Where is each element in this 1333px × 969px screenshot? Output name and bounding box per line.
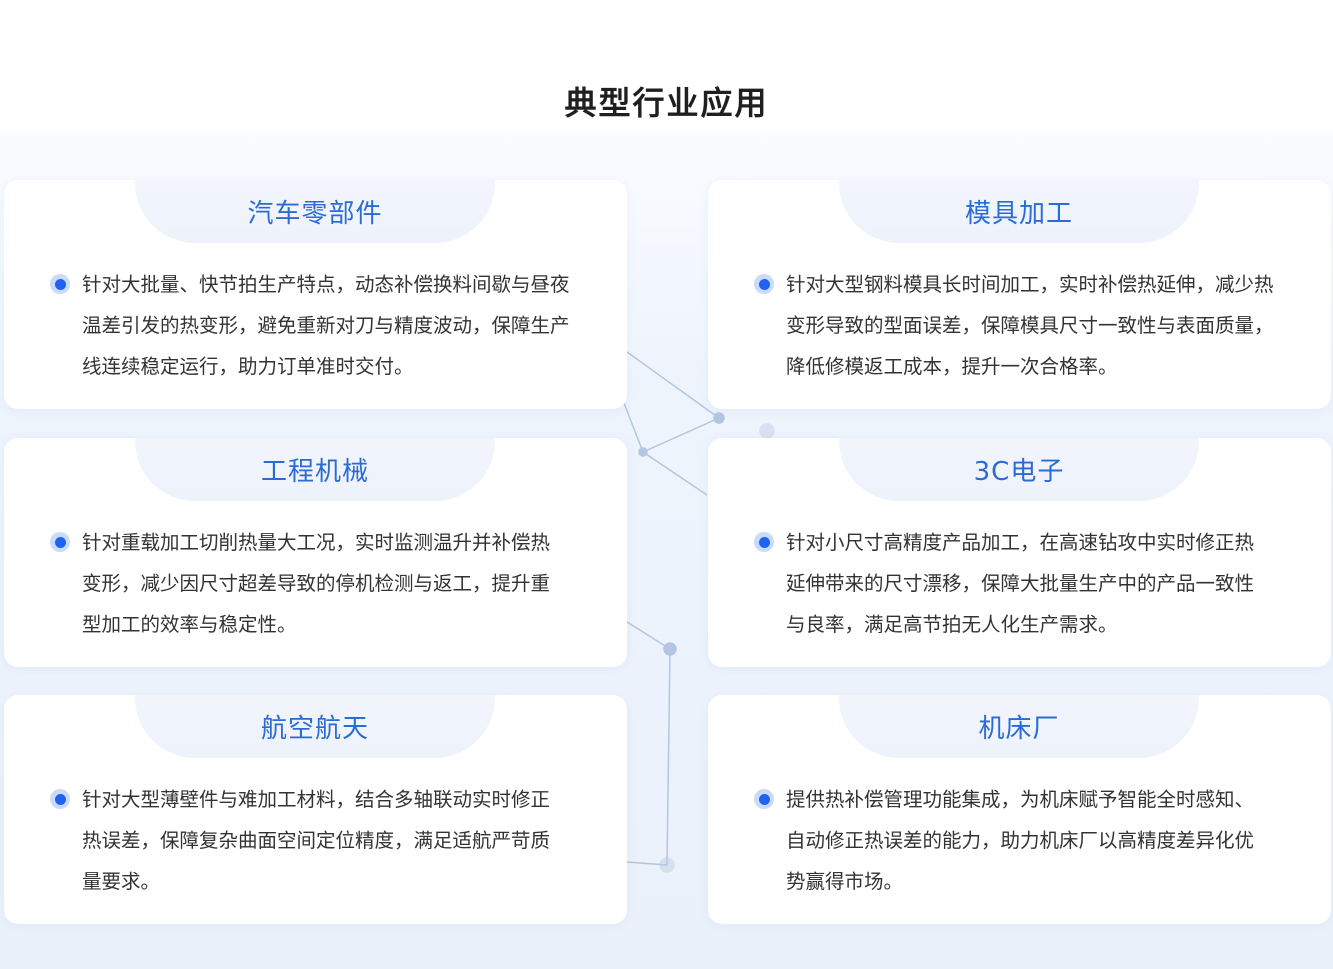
- card-description: 针对大型薄壁件与难加工材料，结合多轴联动实时修正热误差，保障复杂曲面空间定位精度…: [82, 788, 551, 893]
- card-title: 工程机械: [135, 438, 495, 501]
- bullet-icon: [50, 789, 70, 809]
- bullet-icon: [50, 274, 70, 294]
- bullet-icon: [754, 274, 774, 294]
- card-description: 针对大型钢料模具长时间加工，实时补偿热延伸，减少热变形导致的型面误差，保障模具尺…: [786, 273, 1274, 378]
- card-description: 针对小尺寸高精度产品加工，在高速钻攻中实时修正热延伸带来的尺寸漂移，保障大批量生…: [786, 531, 1255, 636]
- section-title: 典型行业应用: [564, 84, 769, 122]
- industry-card-machine-tool-maker: 机床厂 提供热补偿管理功能集成，为机床赋予智能全时感知、自动修正热误差的能力，助…: [708, 695, 1331, 924]
- card-title: 航空航天: [135, 695, 495, 758]
- industry-card-automotive: 汽车零部件 针对大批量、快节拍生产特点，动态补偿换料间歇与昼夜温差引发的热变形，…: [4, 180, 627, 409]
- card-title: 3C电子: [839, 438, 1199, 501]
- card-title: 模具加工: [839, 180, 1199, 243]
- bullet-icon: [754, 789, 774, 809]
- industry-card-aerospace: 航空航天 针对大型薄壁件与难加工材料，结合多轴联动实时修正热误差，保障复杂曲面空…: [4, 695, 627, 924]
- card-title: 汽车零部件: [135, 180, 495, 243]
- card-title: 机床厂: [839, 695, 1199, 758]
- bullet-icon: [754, 532, 774, 552]
- industry-card-mold: 模具加工 针对大型钢料模具长时间加工，实时补偿热延伸，减少热变形导致的型面误差，…: [708, 180, 1331, 409]
- card-description: 提供热补偿管理功能集成，为机床赋予智能全时感知、自动修正热误差的能力，助力机床厂…: [786, 788, 1255, 893]
- industry-card-construction-machinery: 工程机械 针对重载加工切削热量大工况，实时监测温升并补偿热变形，减少因尺寸超差导…: [4, 438, 627, 667]
- bullet-icon: [50, 532, 70, 552]
- card-description: 针对重载加工切削热量大工况，实时监测温升并补偿热变形，减少因尺寸超差导致的停机检…: [82, 531, 551, 636]
- card-description: 针对大批量、快节拍生产特点，动态补偿换料间歇与昼夜温差引发的热变形，避免重新对刀…: [82, 273, 570, 378]
- industry-card-3c-electronics: 3C电子 针对小尺寸高精度产品加工，在高速钻攻中实时修正热延伸带来的尺寸漂移，保…: [708, 438, 1331, 667]
